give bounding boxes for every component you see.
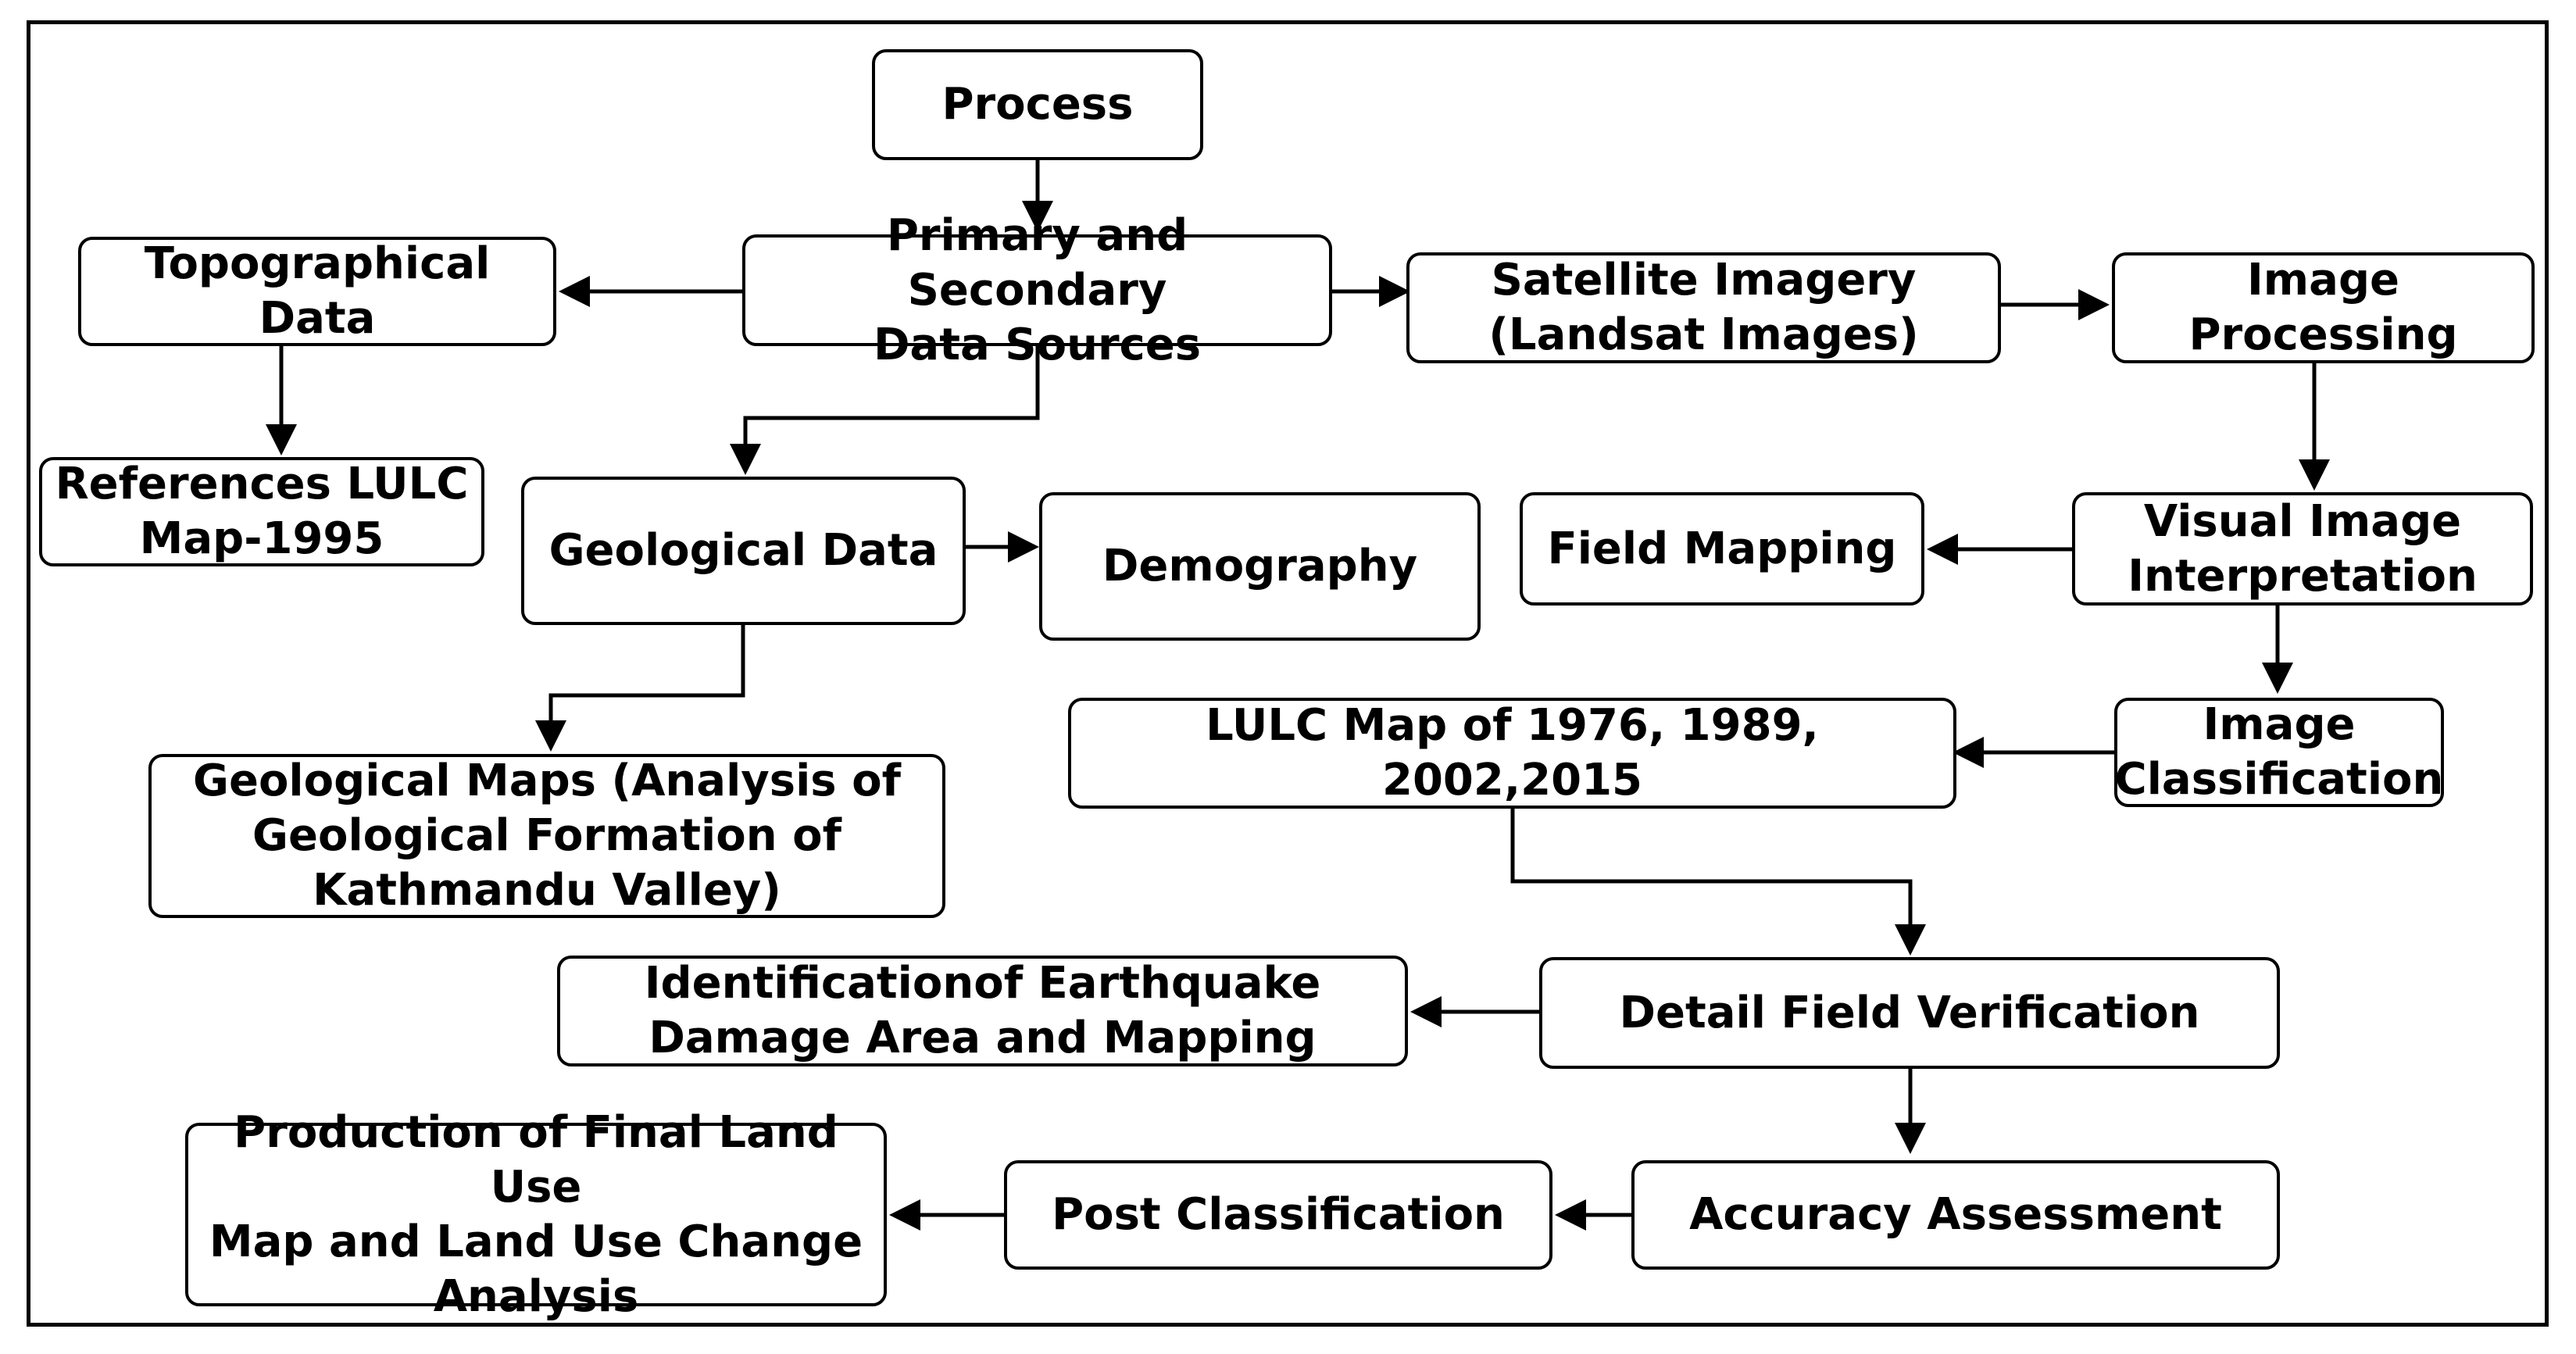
node-field-mapping: Field Mapping [1520, 492, 1924, 606]
edge-primary-to-geological [730, 346, 1040, 475]
node-demography: Demography [1039, 492, 1481, 641]
node-image-processing: Image Processing [2112, 252, 2535, 363]
node-lulc-map-years: LULC Map of 1976, 1989, 2002,2015 [1068, 698, 1956, 809]
node-geological-maps: Geological Maps (Analysis of Geological … [148, 754, 945, 918]
node-topographical-data: Topographical Data [78, 237, 556, 346]
node-process: Process [872, 49, 1203, 160]
node-detail-field-verification: Detail Field Verification [1539, 957, 2280, 1069]
node-production-final-land-use: Production of Final Land Use Map and Lan… [185, 1107, 887, 1322]
node-accuracy-assessment: Accuracy Assessment [1631, 1160, 2280, 1270]
edge-geological-to-geomaps [535, 625, 745, 752]
node-identification-earthquake-damage: Identificationof Earthquake Damage Area … [557, 956, 1408, 1066]
node-references-lulc-map: References LULC Map-1995 [39, 457, 484, 566]
node-visual-image-interpretation: Visual Image Interpretation [2072, 492, 2533, 606]
node-post-classification: Post Classification [1004, 1160, 1552, 1270]
node-satellite-imagery: Satellite Imagery (Landsat Images) [1406, 252, 2001, 363]
node-geological-data: Geological Data [521, 477, 966, 625]
node-primary-secondary-data-sources: Primary and Secondary Data Sources [742, 210, 1332, 370]
edge-lulc-to-verification [1510, 809, 1926, 956]
diagram-frame [27, 20, 2549, 1327]
node-image-classification: Image Classification [2114, 698, 2444, 807]
